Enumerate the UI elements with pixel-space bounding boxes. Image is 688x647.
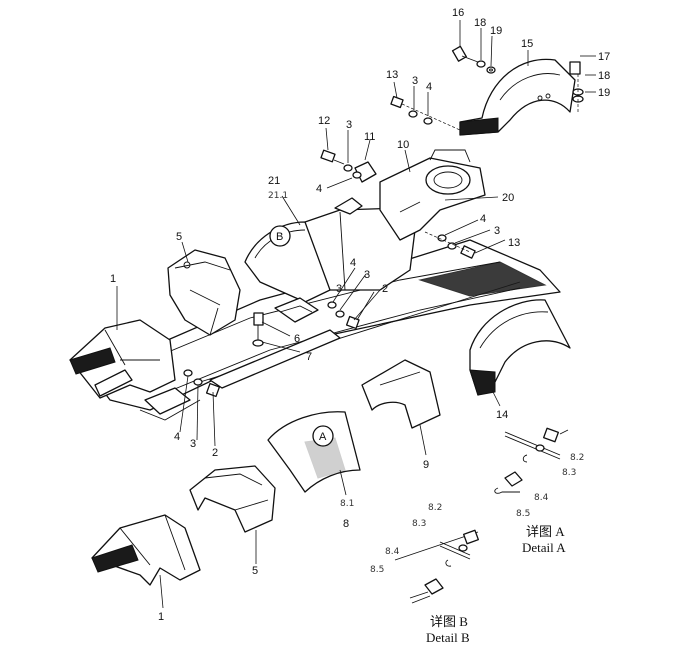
label-13: 13 xyxy=(386,69,398,81)
label-4: 4 xyxy=(316,183,322,195)
label-16: 16 xyxy=(452,7,464,19)
label-5: 5 xyxy=(252,565,258,577)
cover-8 xyxy=(267,411,361,493)
callout-b-label: B xyxy=(276,231,283,243)
label-19: 19 xyxy=(598,87,610,99)
label-1: 1 xyxy=(158,611,164,623)
label-8-2: 8.2 xyxy=(570,453,584,463)
label-20: 20 xyxy=(502,192,514,204)
detail-captions: 详图 A Detail A 详图 B Detail B xyxy=(426,524,566,645)
label-8-3: 8.3 xyxy=(412,519,426,529)
label-21-1: 21.1 xyxy=(268,191,288,201)
leader-lines xyxy=(116,20,596,609)
label-8-5: 8.5 xyxy=(370,565,384,575)
bracket-10-20 xyxy=(379,149,486,241)
label-3: 3 xyxy=(190,438,196,450)
label-12: 12 xyxy=(318,115,330,127)
label-14: 14 xyxy=(496,409,508,421)
label-15: 15 xyxy=(521,38,533,50)
label-8-3: 8.3 xyxy=(562,468,576,478)
label-3: 3 xyxy=(412,75,418,87)
detail-a-drawing xyxy=(494,427,569,494)
label-6: 6 xyxy=(294,333,300,345)
label-3: 3 xyxy=(346,119,352,131)
part-labels: 1 1 2 2 3 3 3 3 3 3 4 4 4 4 4 5 5 6 7 8 … xyxy=(110,7,610,623)
label-8-2: 8.2 xyxy=(428,503,442,513)
label-4: 4 xyxy=(426,81,432,93)
label-18: 18 xyxy=(598,70,610,82)
label-18: 18 xyxy=(474,17,486,29)
label-9: 9 xyxy=(423,459,429,471)
center-cover-21 xyxy=(244,197,416,303)
label-8-4: 8.4 xyxy=(385,547,400,557)
fender-15 xyxy=(459,58,576,136)
front-cover-1-upper xyxy=(69,319,176,399)
support-5-lower xyxy=(189,465,276,533)
label-2: 2 xyxy=(382,283,388,295)
main-frame xyxy=(94,239,561,421)
detail-a-caption-en: Detail A xyxy=(522,540,566,555)
label-7: 7 xyxy=(306,351,312,363)
label-4: 4 xyxy=(350,257,356,269)
support-5-upper xyxy=(167,249,241,336)
label-17: 17 xyxy=(598,51,610,63)
label-2: 2 xyxy=(212,447,218,459)
fender-14 xyxy=(469,299,571,396)
label-3: 3 xyxy=(494,225,500,237)
detail-b-caption-cn: 详图 B xyxy=(430,614,468,629)
label-13: 13 xyxy=(508,237,520,249)
callout-b-circle xyxy=(269,225,291,247)
label-19: 19 xyxy=(490,25,502,37)
detail-b-drawing xyxy=(394,529,479,604)
label-10: 10 xyxy=(397,139,409,151)
callout-a-circle xyxy=(312,425,334,447)
label-21: 21 xyxy=(268,175,280,187)
label-8-4: 8.4 xyxy=(534,493,549,503)
callout-a-label: A xyxy=(319,431,327,443)
label-4: 4 xyxy=(480,213,486,225)
label-5: 5 xyxy=(176,231,182,243)
label-4: 4 xyxy=(174,431,180,443)
label-8: 8 xyxy=(343,518,349,530)
label-8-5: 8.5 xyxy=(516,509,530,519)
label-3: 3 xyxy=(336,283,342,295)
pad-6 xyxy=(274,297,319,323)
label-8-1: 8.1 xyxy=(340,499,354,509)
front-cover-1-lower xyxy=(91,514,201,586)
cover-9 xyxy=(361,359,441,429)
label-11: 11 xyxy=(364,131,375,143)
detail-a-caption-cn: 详图 A xyxy=(526,524,565,539)
detail-b-caption-en: Detail B xyxy=(426,630,470,645)
label-3: 3 xyxy=(364,269,370,281)
label-1: 1 xyxy=(110,273,116,285)
